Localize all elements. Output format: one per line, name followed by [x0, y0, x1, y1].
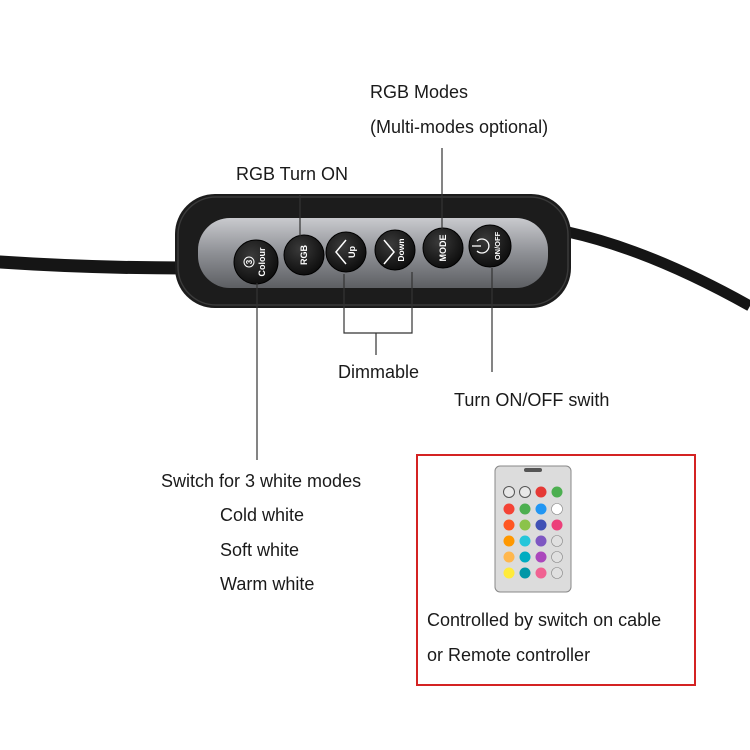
chevron-right-icon	[383, 239, 395, 265]
onoff-button-label: ON/OFF	[493, 231, 502, 260]
colour-button-number: 3	[245, 259, 254, 264]
dimmable-label: Dimmable	[338, 362, 420, 382]
remote-controller-image	[494, 465, 572, 593]
left-cable	[0, 255, 192, 275]
white-mode-cold: Cold white	[220, 505, 305, 525]
white-modes-title: Switch for 3 white modes	[161, 471, 362, 491]
rgb-turn-on-label: RGB Turn ON	[236, 164, 349, 184]
rgb-modes-sublabel: (Multi-modes optional)	[370, 117, 549, 137]
white-mode-warm: Warm white	[220, 574, 315, 594]
power-icon	[472, 238, 490, 254]
leader-lines	[256, 148, 493, 460]
remote-note-line1: Controlled by switch on cable	[427, 610, 662, 630]
right-cable	[566, 226, 750, 311]
down-button[interactable]: Down	[374, 229, 416, 271]
colour-button-label: Colour	[257, 247, 267, 276]
onoff-button[interactable]: ON/OFF	[468, 224, 512, 268]
up-button[interactable]: Up	[325, 231, 367, 273]
rgb-button-label: RGB	[299, 245, 309, 266]
white-mode-soft: Soft white	[220, 540, 300, 560]
remote-frame: Controlled by switch on cable or Remote …	[416, 454, 696, 686]
turn-on-off-label: Turn ON/OFF swith	[454, 390, 610, 410]
mode-button[interactable]: MODE	[422, 227, 464, 269]
button-panel	[198, 218, 548, 288]
down-button-label: Down	[396, 238, 406, 261]
chevron-left-icon	[335, 239, 347, 265]
colour-button[interactable]: 3 Colour	[233, 239, 279, 285]
rgb-button[interactable]: RGB	[283, 234, 325, 276]
up-button-label: Up	[347, 246, 357, 258]
rgb-modes-label: RGB Modes	[370, 82, 469, 102]
mode-button-label: MODE	[438, 235, 448, 262]
remote-note-line2: or Remote controller	[427, 645, 591, 665]
